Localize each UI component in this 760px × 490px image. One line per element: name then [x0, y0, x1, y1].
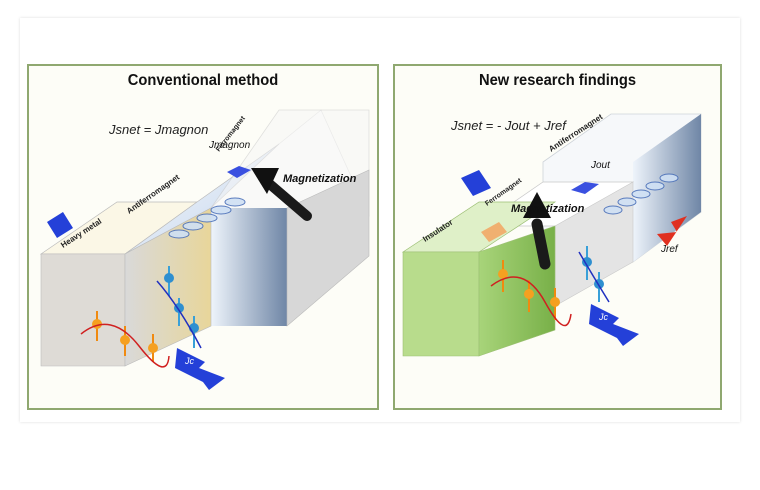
heavy-metal-left-face	[40, 253, 126, 367]
magnetization-arrow-head-icon-right	[523, 192, 551, 218]
hm-spins	[80, 311, 170, 368]
magnetization-label: Magnetization	[283, 173, 357, 185]
panel-new-research-findings: New research findings Insulator Ferromag…	[393, 64, 722, 410]
insulator-front	[478, 225, 556, 357]
panel-conventional-method: Conventional method Heavy metal	[27, 64, 379, 410]
ferromagnet-side	[286, 169, 370, 327]
af-spins	[156, 266, 202, 349]
j-out-arrow-icon	[571, 182, 599, 194]
new-findings-diagram: Insulator Ferromagnet Antiferromagnet Ma…	[401, 112, 702, 357]
magnon-spirals-right	[603, 173, 679, 215]
magnon-arrow-icon	[227, 166, 251, 178]
j-c-label-right: Jc	[598, 312, 609, 322]
charge-current-arrow-icon	[175, 348, 225, 390]
conventional-diagram: Heavy metal Antiferromagnet Ferromagnet …	[39, 109, 370, 390]
panel-title-left: Conventional method	[127, 72, 279, 89]
antiferromagnet-front	[211, 208, 287, 326]
panel-title-right: New research findings	[478, 72, 637, 89]
magnon-spirals	[168, 197, 246, 239]
equation-right: Jsnet = - Jout + Jref	[451, 118, 566, 133]
fm-spins-right	[490, 246, 610, 327]
antiferromagnet-side	[633, 114, 701, 262]
j-magnon-label: Jmagnon	[208, 140, 251, 151]
j-out-label: Jout	[590, 160, 611, 171]
magnetization-arrow-shaft	[260, 175, 312, 221]
magnetization-arrow-head-icon	[251, 168, 279, 194]
j-c-label: Jc	[184, 356, 195, 366]
j-ref-label: Jref	[660, 244, 679, 255]
charge-current-arrow-icon-right	[589, 304, 639, 346]
magnetization-label-right: Magnetization	[511, 203, 585, 215]
j-ref-arrow-icon	[657, 216, 687, 246]
equation-left: Jsnet = Jmagnon	[109, 122, 209, 137]
spin-current-arrow-icon	[47, 212, 73, 238]
insulator-left-face	[402, 251, 480, 357]
injected-spin-arrow-icon	[481, 222, 507, 242]
spin-current-arrow-icon-right	[461, 170, 491, 196]
magnetization-arrow-shaft-right	[531, 218, 551, 270]
